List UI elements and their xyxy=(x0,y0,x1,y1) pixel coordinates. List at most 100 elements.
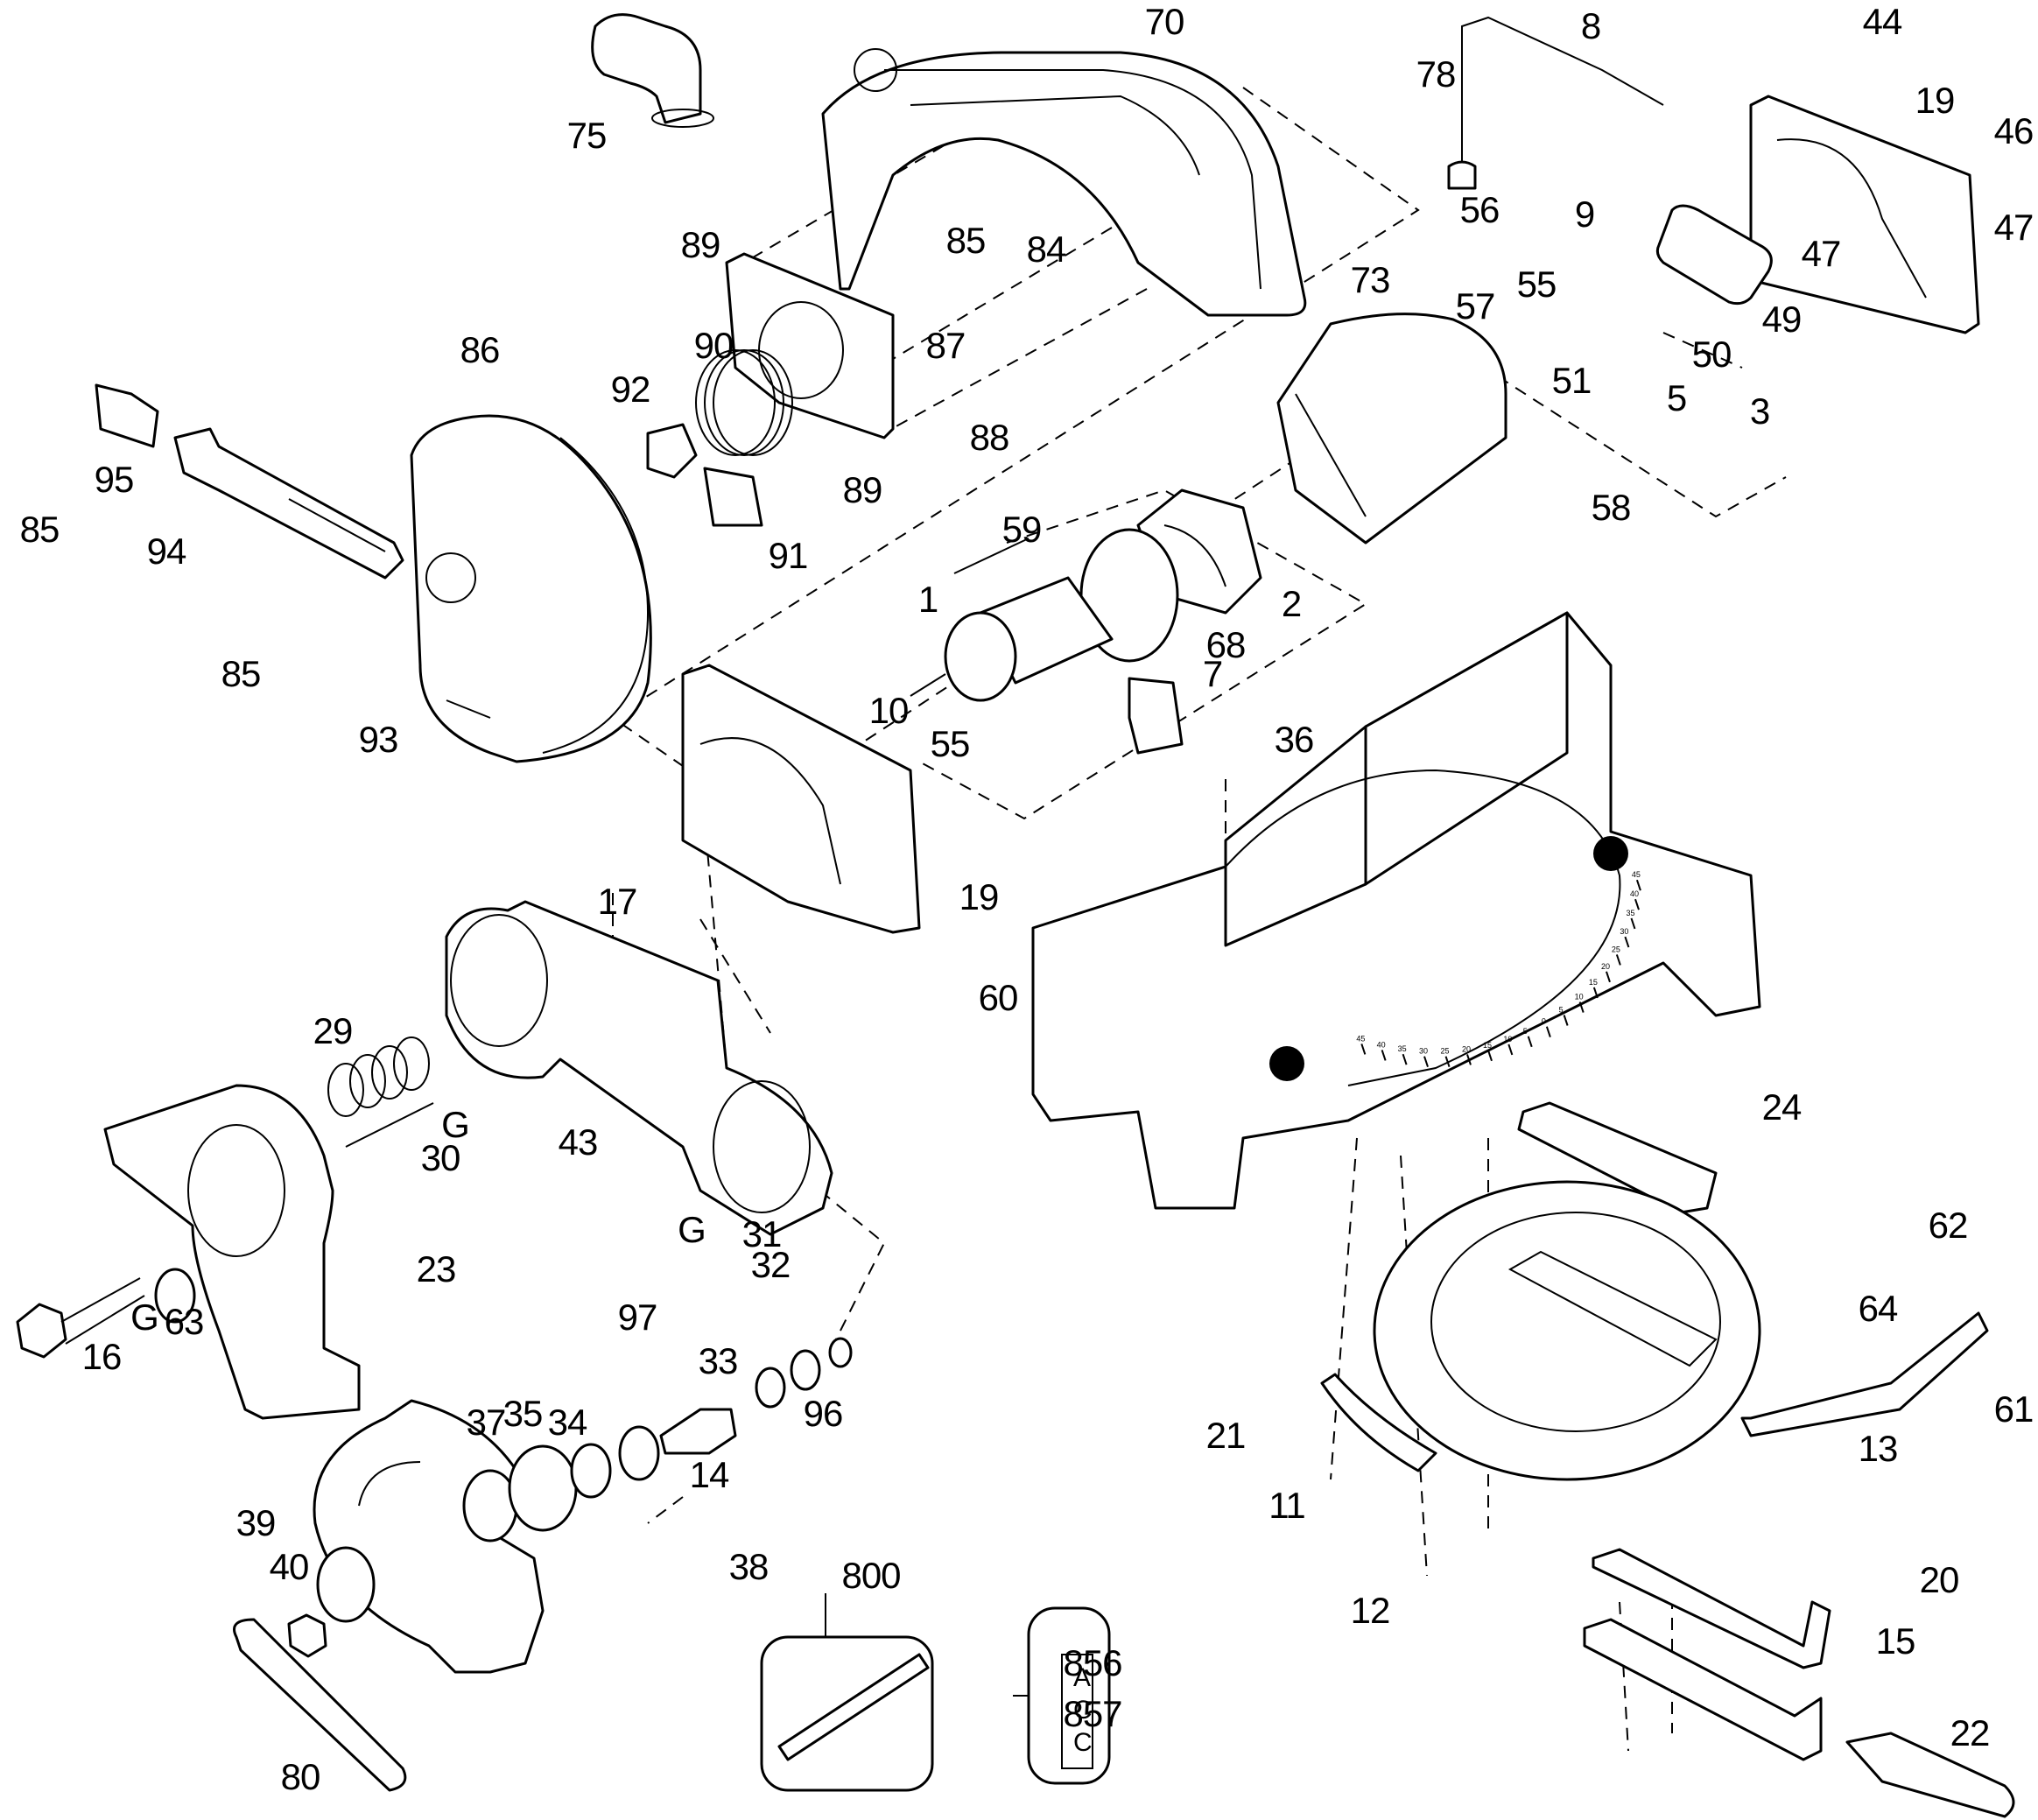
miter-scale-tick xyxy=(1381,1050,1387,1061)
miter-scale-label: 5 xyxy=(1523,1027,1528,1036)
callout-94: 94 xyxy=(146,531,187,572)
callout-G1: G xyxy=(441,1104,470,1145)
miter-scale-label: 15 xyxy=(1589,978,1598,987)
part-hex-bolt xyxy=(16,1277,145,1359)
miter-scale-tick xyxy=(1634,898,1640,910)
callout-88: 88 xyxy=(969,417,1010,458)
miter-scale-label: 40 xyxy=(1630,889,1639,898)
callout-92: 92 xyxy=(610,369,651,410)
callout-85a: 85 xyxy=(945,220,987,261)
miter-scale-tick xyxy=(1545,1026,1551,1037)
part-bushing xyxy=(646,423,698,479)
callout-61: 61 xyxy=(1993,1388,2034,1430)
miter-scale-label: 15 xyxy=(1483,1041,1492,1050)
callout-7: 7 xyxy=(1202,653,1223,694)
callout-43: 43 xyxy=(558,1121,599,1163)
callout-78: 78 xyxy=(1416,53,1457,95)
miter-scale-tick xyxy=(1466,1054,1472,1065)
blade-arrow xyxy=(358,1461,421,1507)
callout-32: 32 xyxy=(750,1244,791,1285)
callout-55b: 55 xyxy=(930,723,971,764)
miter-scale-tick xyxy=(1563,1015,1569,1026)
part-motor-housing xyxy=(1276,313,1507,545)
miter-scale-label: 10 xyxy=(1503,1035,1512,1044)
miter-scale-tick xyxy=(1360,1044,1367,1055)
inset-label-letter-2: C xyxy=(1073,1696,1093,1725)
callout-85b: 85 xyxy=(19,509,60,550)
callout-G3: G xyxy=(130,1296,159,1338)
miter-scale-tick xyxy=(1624,936,1630,948)
callout-91: 91 xyxy=(768,535,809,576)
callout-73: 73 xyxy=(1350,259,1391,300)
callout-84: 84 xyxy=(1026,228,1067,270)
part-spindle-assembly xyxy=(287,1337,853,1658)
miter-scale-tick xyxy=(1615,954,1621,966)
callout-22: 22 xyxy=(1950,1712,1991,1753)
miter-scale-label: 5 xyxy=(1559,1005,1564,1014)
part-detent-ring xyxy=(1740,1311,1989,1437)
part-wrench xyxy=(233,1618,407,1792)
callout-14: 14 xyxy=(689,1454,730,1495)
callout-19a: 19 xyxy=(1915,80,1956,121)
part-screw-59 xyxy=(953,538,1030,574)
callout-87: 87 xyxy=(925,325,966,366)
callout-24: 24 xyxy=(1761,1086,1803,1128)
part-handle-front xyxy=(681,664,921,934)
part-link-arm xyxy=(173,427,404,580)
callout-59: 59 xyxy=(1001,509,1043,550)
inset-grease-gun xyxy=(760,1593,934,1792)
part-armature xyxy=(910,576,1114,702)
callout-55a: 55 xyxy=(1516,264,1557,305)
miter-scale-label: 40 xyxy=(1377,1040,1386,1049)
callout-95: 95 xyxy=(94,459,135,500)
callout-9: 9 xyxy=(1574,193,1595,235)
callout-800: 800 xyxy=(841,1555,901,1596)
miter-scale-tick xyxy=(1527,1036,1533,1048)
part-lock-bracket xyxy=(1583,1618,1823,1761)
callout-40: 40 xyxy=(269,1546,310,1587)
miter-scale-tick xyxy=(1635,879,1641,891)
miter-scale-label: 45 xyxy=(1356,1034,1365,1043)
callout-62: 62 xyxy=(1928,1205,1969,1246)
part-pivot-bracket xyxy=(103,1084,361,1420)
part-lock-knob xyxy=(1845,1732,2015,1818)
miter-scale-label: 35 xyxy=(1398,1044,1407,1053)
callout-33: 33 xyxy=(698,1340,739,1381)
callout-39: 39 xyxy=(235,1502,277,1543)
callout-8: 8 xyxy=(1580,5,1601,46)
callout-49: 49 xyxy=(1761,299,1803,340)
callout-857: 857 xyxy=(1063,1693,1122,1734)
part-base xyxy=(1031,611,1761,1210)
miter-scale-label: 30 xyxy=(1620,927,1628,936)
callout-20: 20 xyxy=(1919,1559,1960,1600)
callout-11: 11 xyxy=(1268,1485,1306,1526)
callout-34: 34 xyxy=(547,1402,588,1443)
miter-scale-tick xyxy=(1630,917,1636,930)
callout-89a: 89 xyxy=(680,224,721,265)
miter-scale-tick xyxy=(1592,987,1599,999)
callout-36: 36 xyxy=(1274,719,1315,760)
part-table-insert xyxy=(1517,1101,1718,1214)
callout-17: 17 xyxy=(597,881,638,922)
part-washer-63 xyxy=(154,1268,196,1324)
callout-12: 12 xyxy=(1350,1590,1391,1631)
part-bracket-13 xyxy=(1592,1548,1831,1669)
miter-scale-label: 25 xyxy=(1612,945,1620,953)
part-guard-bracket xyxy=(725,252,895,439)
part-spring xyxy=(695,349,793,456)
part-torsion-spring xyxy=(327,1036,430,1117)
callout-93: 93 xyxy=(358,719,399,760)
miter-scale-label: 10 xyxy=(1575,993,1584,1001)
callout-13: 13 xyxy=(1858,1428,1899,1469)
callout-85c: 85 xyxy=(221,653,262,694)
callout-56: 56 xyxy=(1459,189,1500,230)
part-lower-blade-guard xyxy=(410,414,652,763)
callout-31: 31 xyxy=(741,1213,783,1254)
part-gear-case-arm xyxy=(445,900,833,1236)
callout-19b: 19 xyxy=(959,876,1000,917)
callout-75: 75 xyxy=(566,115,608,156)
inset-label-letter-3: C xyxy=(1073,1728,1093,1757)
callout-50: 50 xyxy=(1691,334,1732,375)
callout-10: 10 xyxy=(868,690,910,731)
callout-3: 3 xyxy=(1749,390,1770,432)
